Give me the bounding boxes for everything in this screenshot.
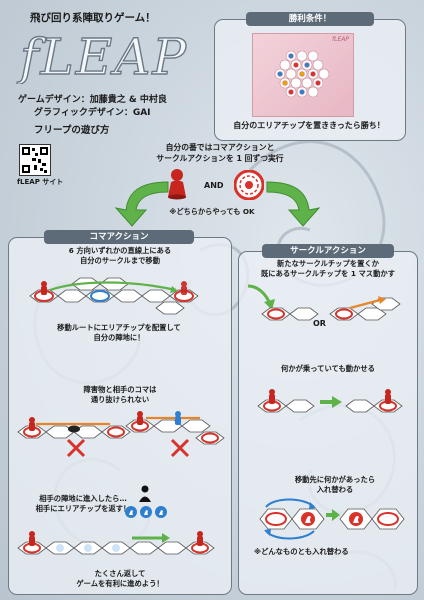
koma-text-3b: 通り抜けられない [90,395,150,404]
arrow-right-icon [266,181,321,227]
koma-text-5b: ゲームを有利に進めよう！ [76,579,164,588]
hex-board-strip-enemy [17,531,215,555]
swap-diagram [259,498,405,540]
turn-note: ※どちらからやっても OK [169,207,255,216]
koma-text-5a: たくさん返して [94,569,146,578]
and-label: AND [204,181,224,190]
circle-text-4: ※どんなものとも入れ替わる [254,547,349,556]
koma-action-title: コマアクション [44,230,194,244]
returned-chips-icon [125,506,167,518]
victory-caption: 自分のエリアチップを置ききったら勝ち！ [233,121,385,130]
turn-line-1: 自分の番ではコマアクションと [165,143,275,152]
circle-text-1a: 新たなサークルチップを置くか [277,259,379,268]
victory-board-logo: fLEAP [332,36,349,43]
circle-text-3a: 移動先に何かがあったら [294,475,376,484]
koma-text-2b: 自分の陣地に！ [93,333,145,342]
game-design-credit: ゲームデザイン：加藤貴之 & 中村良 [18,95,167,105]
koma-text-4a: 相手の陣地に進入したら… [39,494,127,503]
tagline: 飛び回り系陣取りゲーム！ [30,12,156,24]
hex-board-strip-1 [29,277,199,315]
move-with-piece-diagram [257,389,403,413]
place-circle-diagram [247,284,319,321]
qr-pattern-icon [22,147,48,173]
person-icon [139,485,151,502]
turn-line-2: サークルアクションを 1 回ずつ実行 [156,154,284,163]
circle-action-title: サークルアクション [262,244,394,258]
arrow-left-icon [114,181,169,227]
circle-chip-icon [234,170,264,200]
koma-text-1a: 6 方向いずれかの直線上にある [68,246,172,255]
hex-board-strip-blocked [17,411,225,458]
circle-text-2: 何かが乗っていても動かせる [281,364,375,373]
qr-code[interactable] [19,144,51,176]
red-pawn-icon [168,169,186,200]
howto-heading: フリープの遊び方 [34,125,110,136]
hex-board-icon [274,50,330,98]
circle-text-3b: 入れ替わる [316,485,354,494]
graphic-design-credit: グラフィックデザイン：GAI [34,108,151,118]
koma-text-1b: 自分のサークルまで移動 [79,256,161,265]
victory-title: 勝利条件！ [246,12,374,26]
or-label: OR [313,319,326,328]
koma-text-4b: 相手にエリアチップを返す！ [35,504,131,513]
victory-board-image: fLEAP [253,34,353,116]
koma-text-2a: 移動ルートにエリアチップを配置して [57,323,181,332]
svg-text:fLEAP: fLEAP [16,28,188,84]
qr-caption: fLEAP サイト [17,178,64,186]
circle-text-1b: 既にあるサークルチップを 1 マス動かす [261,269,395,278]
title-logo: fLEAP [16,28,188,84]
koma-text-3a: 障害物と相手のコマは [83,385,157,394]
move-circle-diagram [329,296,401,321]
